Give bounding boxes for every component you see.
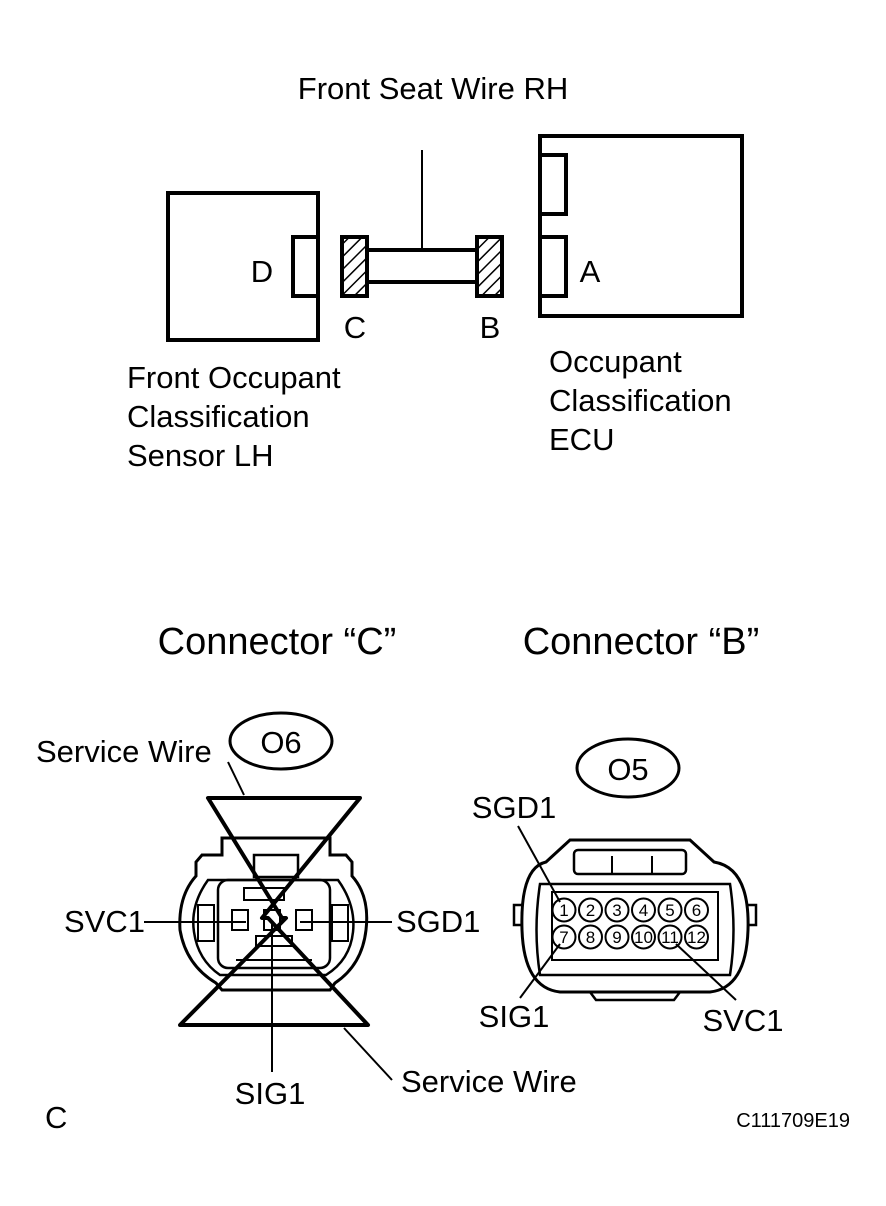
connector-d <box>291 235 320 298</box>
pin-circle-8 <box>578 924 603 950</box>
pin-label-4: 4 <box>639 901 648 920</box>
connector-c-title: Connector “C” <box>158 621 397 663</box>
connector-c-label: C <box>344 310 366 345</box>
sig1-c-label: SIG1 <box>235 1076 306 1111</box>
pin-label-11: 11 <box>661 928 679 947</box>
sensor-label-line2: Classification <box>127 399 310 434</box>
pin-label-12: 12 <box>687 928 706 947</box>
service-wire-bottom-label: Service Wire <box>401 1064 577 1099</box>
wire-harness <box>365 248 479 284</box>
pin-circle-5 <box>657 897 683 923</box>
connector-c-code-oval <box>228 711 334 771</box>
pin-circle-10 <box>631 924 656 950</box>
connector-d-label: D <box>251 254 273 289</box>
pin-label-9: 9 <box>612 928 621 947</box>
pin-circle-1 <box>551 897 577 923</box>
service-wire-top-leader <box>227 761 245 796</box>
pin-circle-7 <box>551 924 577 950</box>
sig1-b-leader <box>519 943 561 999</box>
connector-b-code: O5 <box>607 752 648 787</box>
service-wire-bottom-leader <box>343 1027 393 1081</box>
pin-label-2: 2 <box>586 901 595 920</box>
figure-id: C111709E19 <box>736 1110 850 1132</box>
ecu-label-line3: ECU <box>549 422 614 457</box>
sensor-label-line3: Sensor LH <box>127 438 273 473</box>
connector-a-label: A <box>580 254 601 289</box>
ecu-box <box>538 134 744 318</box>
connector-b-face <box>512 838 758 1002</box>
pin-circle-2 <box>578 897 603 923</box>
pin-circle-3 <box>604 897 630 923</box>
sgd1-b-label: SGD1 <box>472 790 556 825</box>
pin-circle-4 <box>631 897 656 923</box>
corner-letter: C <box>45 1100 67 1135</box>
pin-label-3: 3 <box>612 901 621 920</box>
pin-label-6: 6 <box>692 901 701 920</box>
connector-b-title: Connector “B” <box>523 621 760 663</box>
connector-c <box>340 235 369 298</box>
pin-label-10: 10 <box>634 928 653 947</box>
pin-label-8: 8 <box>586 928 595 947</box>
svc1-c-label: SVC1 <box>64 904 145 939</box>
connector-a <box>538 235 568 298</box>
connector-c-face <box>178 836 369 992</box>
ecu-label-line1: Occupant <box>549 344 682 379</box>
ecu-label-line2: Classification <box>549 383 732 418</box>
sig1-b-label: SIG1 <box>479 999 550 1034</box>
svc1-b-leader <box>675 943 737 1001</box>
connector-b <box>475 235 504 298</box>
connector-c-code: O6 <box>260 725 301 760</box>
pin-circle-9 <box>604 924 630 950</box>
pin-label-7: 7 <box>559 928 568 947</box>
service-wire-top-label: Service Wire <box>36 734 212 769</box>
wire-title: Front Seat Wire RH <box>298 71 568 106</box>
sgd1-c-label: SGD1 <box>396 904 480 939</box>
svc1-b-label: SVC1 <box>703 1003 784 1038</box>
sgd1-b-leader <box>517 825 561 903</box>
pin-label-1: 1 <box>559 901 568 920</box>
pin-label-5: 5 <box>665 901 674 920</box>
sensor-label-line1: Front Occupant <box>127 360 341 395</box>
pin-circle-11 <box>657 924 683 950</box>
pin-circle-12 <box>684 924 709 950</box>
connector-c-service-wire-loop <box>178 796 370 1027</box>
connector-b-label: B <box>480 310 501 345</box>
connector-b-code-oval <box>575 737 681 799</box>
ecu-connector-upper <box>538 153 568 216</box>
pin-circle-6 <box>684 897 709 923</box>
